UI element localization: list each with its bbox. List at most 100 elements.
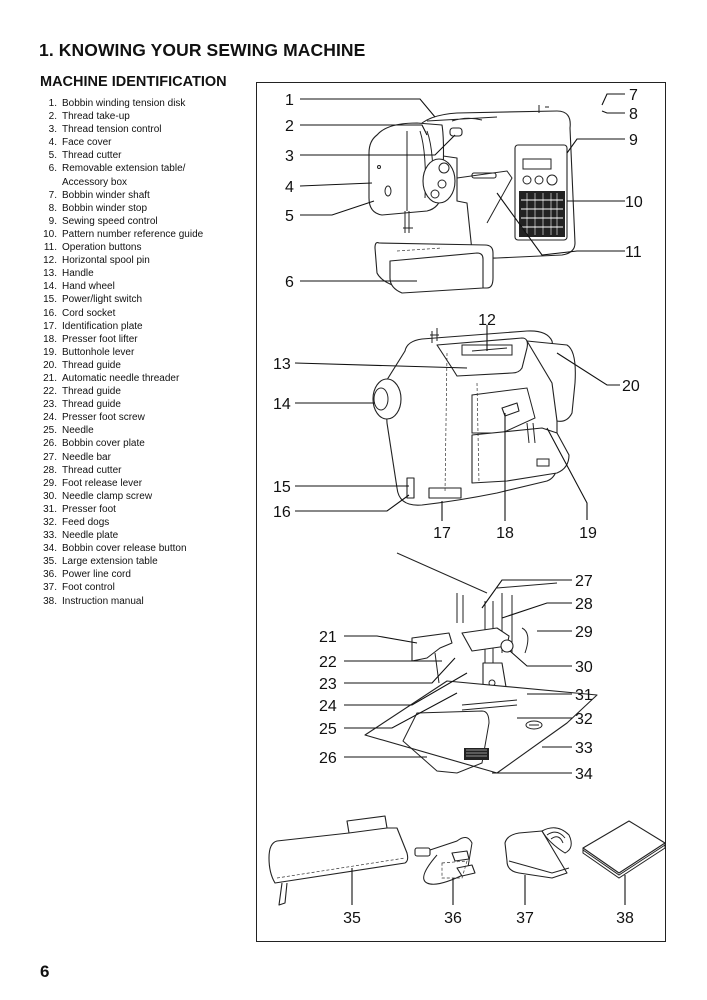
part-number: 32. [43,517,57,528]
part-name: Thread cutter [62,150,122,162]
part-name: Sewing speed control [62,215,158,227]
rear-callout-20: 20 [622,378,640,395]
rear-callout-12: 12 [478,312,496,329]
part-number: 20. [43,359,57,371]
part-number: 34. [43,543,57,555]
front-callout-9: 9 [629,132,638,149]
part-name: Bobbin winder stop [62,202,148,214]
parts-list-item: 35. Large extension table [30,555,158,568]
rear-callout-13: 13 [273,356,291,373]
part-name: Horizontal spool pin [62,255,150,267]
part-name: Power line cord [62,569,131,581]
front-callout-7: 7 [629,87,638,104]
part-name: Buttonhole lever [62,346,135,358]
part-name: Identification plate [62,320,143,332]
front-callout-5: 5 [285,208,294,225]
parts-list-item: 37. Foot control [30,581,115,594]
parts-list-item: 8.Bobbin winder stop [30,202,147,215]
part-name: Thread cutter [62,464,122,476]
part-number: 38. [43,595,57,607]
parts-list-item: 15.Power/light switch [30,293,142,306]
part-number: 9. [48,215,57,227]
part-name: Feed dogs [62,517,110,528]
parts-list-item: 25.Needle [30,424,94,437]
needle-area-callout-29: 29 [575,624,593,641]
part-name: Pattern number reference guide [62,228,204,240]
needle-area-callout-23: 23 [319,676,337,693]
part-name: Thread guide [62,359,121,371]
needle-area-callout-28: 28 [575,596,593,613]
part-number: 2. [48,111,57,123]
part-name: Thread guide [62,386,121,398]
part-number: 28. [43,464,57,476]
part-name: Foot release lever [62,477,143,489]
parts-list-item: 12.Horizontal spool pin [30,254,150,267]
parts-list-item: 34. Bobbin cover release button [30,542,186,555]
part-name: Large extension table [62,556,158,568]
needle-area-callout-33: 33 [575,740,593,757]
part-name: Bobbin cover plate [62,438,145,450]
part-name: Face cover [62,137,112,149]
parts-list-item: 1. Bobbin winding tension disk [30,97,186,110]
part-name: Presser foot lifter [62,333,138,345]
part-name: Automatic needle threader [62,372,180,384]
front-view-illustration [368,105,576,294]
needle-area-callout-34: 34 [575,766,593,783]
part-name: Presser foot [62,503,116,515]
rear-callout-15: 15 [273,479,291,496]
part-number: 19. [43,346,57,358]
part-number: 11. [43,242,57,254]
front-callout-6: 6 [285,274,294,291]
part-number: 3. [48,124,57,136]
front-callout-2: 2 [285,118,294,135]
part-name: Foot control [62,582,115,594]
parts-list-item: 13.Handle [30,267,94,280]
part-name: Hand wheel [62,281,115,293]
part-number: 10. [43,228,57,240]
parts-list-item: 26. Bobbin cover plate [30,437,145,450]
front-callout-1: 1 [285,92,294,109]
part-number: 1. [48,98,57,109]
part-name: Needle bar [62,451,111,463]
parts-list-item: 27.Needle bar [30,451,111,464]
part-name: Bobbin cover release button [62,543,187,555]
part-number: 17. [43,320,57,332]
parts-list-item: 11.Operation buttons [30,241,142,254]
parts-list-item: 14. Hand wheel [30,280,115,293]
part-name: Instruction manual [62,595,144,607]
parts-list-item: 30.Needle clamp screw [30,490,152,503]
front-callout-11: 11 [625,244,642,261]
accessories-leaders [351,868,626,905]
part-name: Bobbin winder shaft [62,189,150,201]
part-name: Thread tension control [62,124,162,136]
part-number: 15. [43,294,57,306]
parts-list-item: 16.Cord socket [30,307,115,320]
part-number: 18. [43,333,57,345]
part-number: 36. [43,569,57,581]
part-number: 35. [43,556,57,568]
accessory-callout-38: 38 [616,910,634,927]
part-name: Removable extension table/ [62,163,186,175]
needle-area-callout-22: 22 [319,654,337,671]
part-name: Presser foot screw [62,412,145,424]
parts-list-item: 20. Thread guide [30,359,121,372]
parts-list-item: 24.Presser foot screw [30,411,145,424]
part-name: Accessory box [62,176,128,188]
machine-diagram: 1234567891011121314151617181920212223242… [268,87,666,927]
part-name: Bobbin winding tension disk [62,98,186,109]
rear-view-illustration [372,328,576,506]
part-name: Needle clamp screw [62,490,153,502]
rear-callout-17: 17 [433,525,451,542]
rear-view-leaders [294,325,620,521]
needle-area-callout-24: 24 [319,698,337,715]
parts-list-item: 9. Sewing speed control [30,215,158,228]
part-number: 37. [43,582,57,594]
part-number: 23. [43,399,57,411]
part-name: Needle [62,425,94,437]
front-callout-3: 3 [285,148,294,165]
part-number: 14. [43,281,57,293]
front-callout-10: 10 [625,194,643,211]
part-number: 26. [43,438,57,450]
pattern-reference-guide [519,191,565,237]
rear-callout-18: 18 [496,525,514,542]
